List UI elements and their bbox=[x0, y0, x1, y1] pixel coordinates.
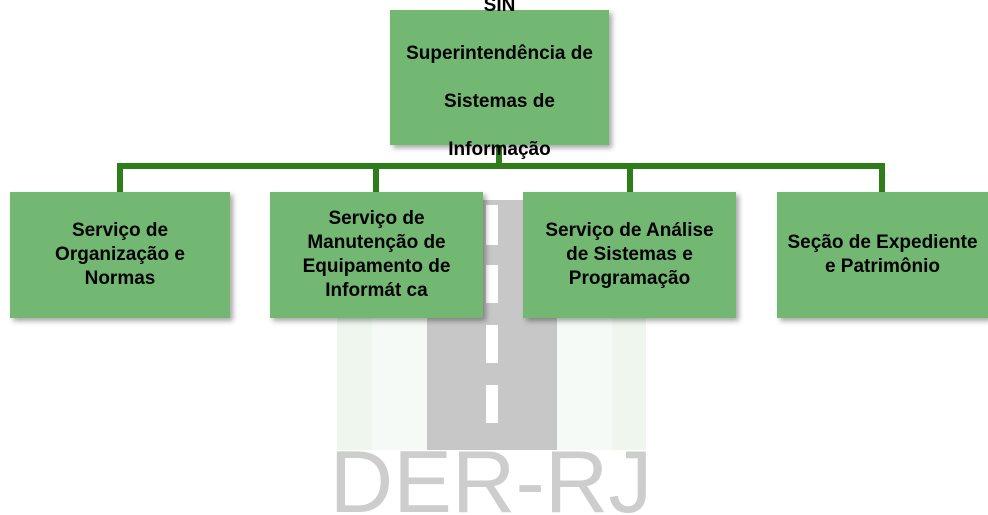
watermark-lane-mark bbox=[486, 205, 498, 245]
root-line-1: Superintendência de bbox=[406, 42, 593, 64]
org-node-manutencao-equipamento: Serviço de Manutenção de Equipamento de … bbox=[270, 192, 483, 318]
org-node-label: Seção de Expediente e Patrimônio bbox=[787, 232, 978, 277]
org-node-root-sin: SIN Superintendência de Sistemas de Info… bbox=[390, 0, 609, 160]
root-line-acronym: SIN bbox=[483, 0, 516, 16]
root-line-3: Informação bbox=[448, 138, 551, 160]
org-node-label: Serviço de Análise de Sistemas e Program… bbox=[545, 220, 714, 289]
root-line-2: Sistemas de bbox=[444, 90, 555, 112]
org-node-label: Serviço de Organização e Normas bbox=[55, 220, 185, 289]
org-node-expediente-patrimonio: Seção de Expediente e Patrimônio bbox=[777, 192, 988, 318]
org-node-organizacao-normas: Serviço de Organização e Normas bbox=[10, 192, 230, 318]
org-node-analise-sistemas: Serviço de Análise de Sistemas e Program… bbox=[523, 192, 736, 318]
watermark-text: DER-RJ bbox=[330, 432, 653, 515]
watermark-lane-mark bbox=[486, 385, 498, 423]
org-node-label: Serviço de Manutenção de Equipamento de … bbox=[302, 208, 451, 301]
watermark-lane-mark bbox=[486, 265, 498, 303]
watermark-lane-mark bbox=[486, 325, 498, 363]
